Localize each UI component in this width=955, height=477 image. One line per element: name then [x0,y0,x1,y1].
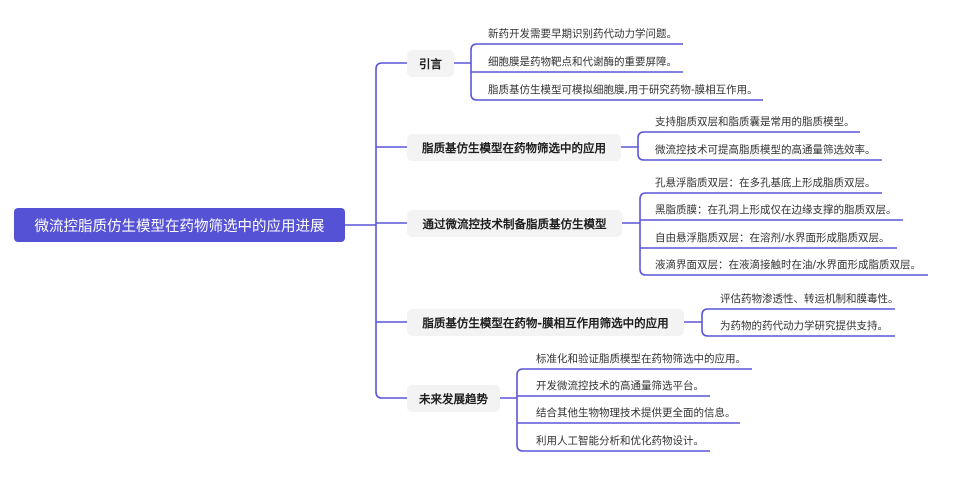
bracket-topic-3 [639,192,928,276]
topic-introduction[interactable]: 引言 [407,50,454,77]
subtopic[interactable]: 开发微流控技术的高通量筛选平台。 [536,380,704,392]
subtopic[interactable]: 结合其他生物物理技术提供更全面的信息。 [536,407,736,419]
topic-label: 未来发展趋势 [419,391,488,406]
subtopic[interactable]: 黑脂质膜：在孔洞上形成仅在边缘支撑的脂质双层。 [655,204,897,216]
topic-label: 脂质基仿生模型在药物筛选中的应用 [422,140,606,155]
subtopic[interactable]: 支持脂质双层和脂质囊是常用的脂质模型。 [655,116,855,128]
topic-future-trends[interactable]: 未来发展趋势 [407,385,500,412]
subtopic[interactable]: 为药物的药代动力学研究提供支持。 [720,320,888,332]
subtopic[interactable]: 自由悬浮脂质双层：在溶剂/水界面形成脂质双层。 [655,232,890,244]
topic-label: 通过微流控技术制备脂质基仿生模型 [422,216,607,231]
subtopic[interactable]: 孔悬浮脂质双层：在多孔基底上形成脂质双层。 [655,177,876,189]
subtopic[interactable]: 标准化和验证脂质模型在药物筛选中的应用。 [536,353,746,365]
topic-drug-membrane-interaction[interactable]: 脂质基仿生模型在药物-膜相互作用筛选中的应用 [407,309,684,336]
subtopic[interactable]: 新药开发需要早期识别药代动力学问题。 [488,28,677,40]
subtopic[interactable]: 利用人工智能分析和优化药物设计。 [536,435,704,447]
bracket-topic-4 [701,308,895,337]
root-topic[interactable]: 微流控脂质仿生模型在药物筛选中的应用进展 [14,208,345,242]
topic-label: 引言 [419,56,442,71]
subtopic[interactable]: 液滴界面双层：在液滴接触时在油/水界面形成脂质双层。 [655,259,922,271]
root-topic-label: 微流控脂质仿生模型在药物筛选中的应用进展 [34,218,325,235]
subtopic[interactable]: 微流控技术可提高脂质模型的高通量筛选效率。 [655,144,876,156]
topic-microfluidic-fabrication[interactable]: 通过微流控技术制备脂质基仿生模型 [407,210,622,237]
trunk-line [375,62,407,399]
topic-label: 脂质基仿生模型在药物-膜相互作用筛选中的应用 [422,315,669,330]
topic-applications-in-screening[interactable]: 脂质基仿生模型在药物筛选中的应用 [407,134,621,161]
bracket-topic-5 [516,368,752,452]
bracket-topic-2 [637,131,882,161]
subtopic[interactable]: 评估药物渗透性、转运机制和膜毒性。 [720,293,899,305]
subtopic[interactable]: 细胞膜是药物靶点和代谢酶的重要屏障。 [488,56,677,68]
subtopic[interactable]: 脂质基仿生模型可模拟细胞膜,用于研究药物-膜相互作用。 [488,84,758,96]
